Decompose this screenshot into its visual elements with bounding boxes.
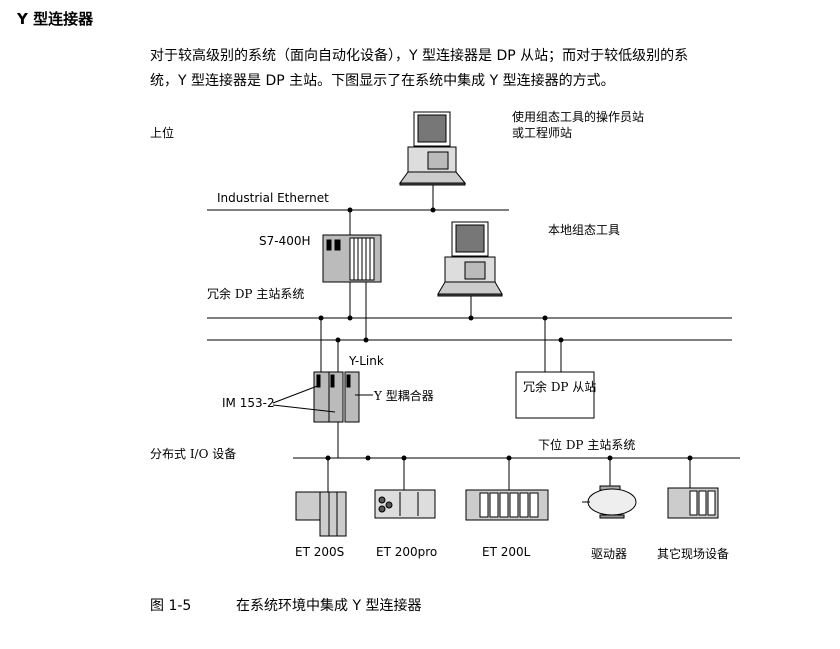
bus-junction-dots: [318, 207, 693, 461]
other-field-device-icon: [667, 487, 719, 519]
device-label: ET 200L: [482, 545, 531, 559]
paragraph-line: 统，Y 型连接器是 DP 主站。下图显示了在系统中集成 Y 型连接器的方式。: [150, 73, 615, 89]
redundant-dp-slave-box: [515, 371, 595, 419]
operator-station-label: 使用组态工具的操作员站: [512, 110, 645, 124]
redundant-dp-master-label: 冗余 DP 主站系统: [207, 287, 305, 301]
intro-paragraph: 对于较高级别的系统（面向自动化设备），Y 型连接器是 DP 从站；而对于较低级别…: [150, 44, 790, 94]
industrial-ethernet-label: Industrial Ethernet: [217, 191, 329, 205]
figure-number: 图 1-5: [150, 598, 192, 614]
redundant-dp-slave-label: 冗余 DP 从站: [523, 380, 597, 394]
drive-motor-icon: [582, 485, 637, 519]
device-label: 其它现场设备: [657, 547, 730, 561]
y-link-label: Y-Link: [349, 354, 384, 368]
s7-400h-label: S7-400H: [259, 234, 311, 248]
et200pro-icon: [374, 489, 436, 519]
operator-station-label: 或工程师站: [512, 126, 573, 140]
device-label: 驱动器: [591, 547, 628, 561]
figure-caption: 在系统环境中集成 Y 型连接器: [236, 598, 422, 614]
distributed-io-label: 分布式 I/O 设备: [150, 447, 237, 461]
y-coupler-label: Y 型耦合器: [374, 389, 434, 403]
lower-dp-master-label: 下位 DP 主站系统: [538, 438, 636, 452]
upper-level-label: 上位: [150, 126, 175, 140]
et200l-icon: [465, 489, 549, 521]
s7-400h-rack-icon: [322, 234, 382, 283]
y-link-rack-icon: [313, 371, 360, 423]
paragraph-line: 对于较高级别的系统（面向自动化设备），Y 型连接器是 DP 从站；而对于较低级别…: [150, 48, 689, 64]
et200s-icon: [295, 491, 347, 537]
local-config-pc-icon: [437, 221, 503, 297]
local-config-tool-label: 本地组态工具: [548, 223, 621, 237]
im-153-2-label: IM 153-2: [222, 396, 275, 410]
section-title: Y 型连接器: [17, 10, 94, 28]
device-label: ET 200S: [295, 545, 345, 559]
device-label: ET 200pro: [376, 545, 438, 559]
operator-station-pc-icon: [399, 111, 467, 186]
